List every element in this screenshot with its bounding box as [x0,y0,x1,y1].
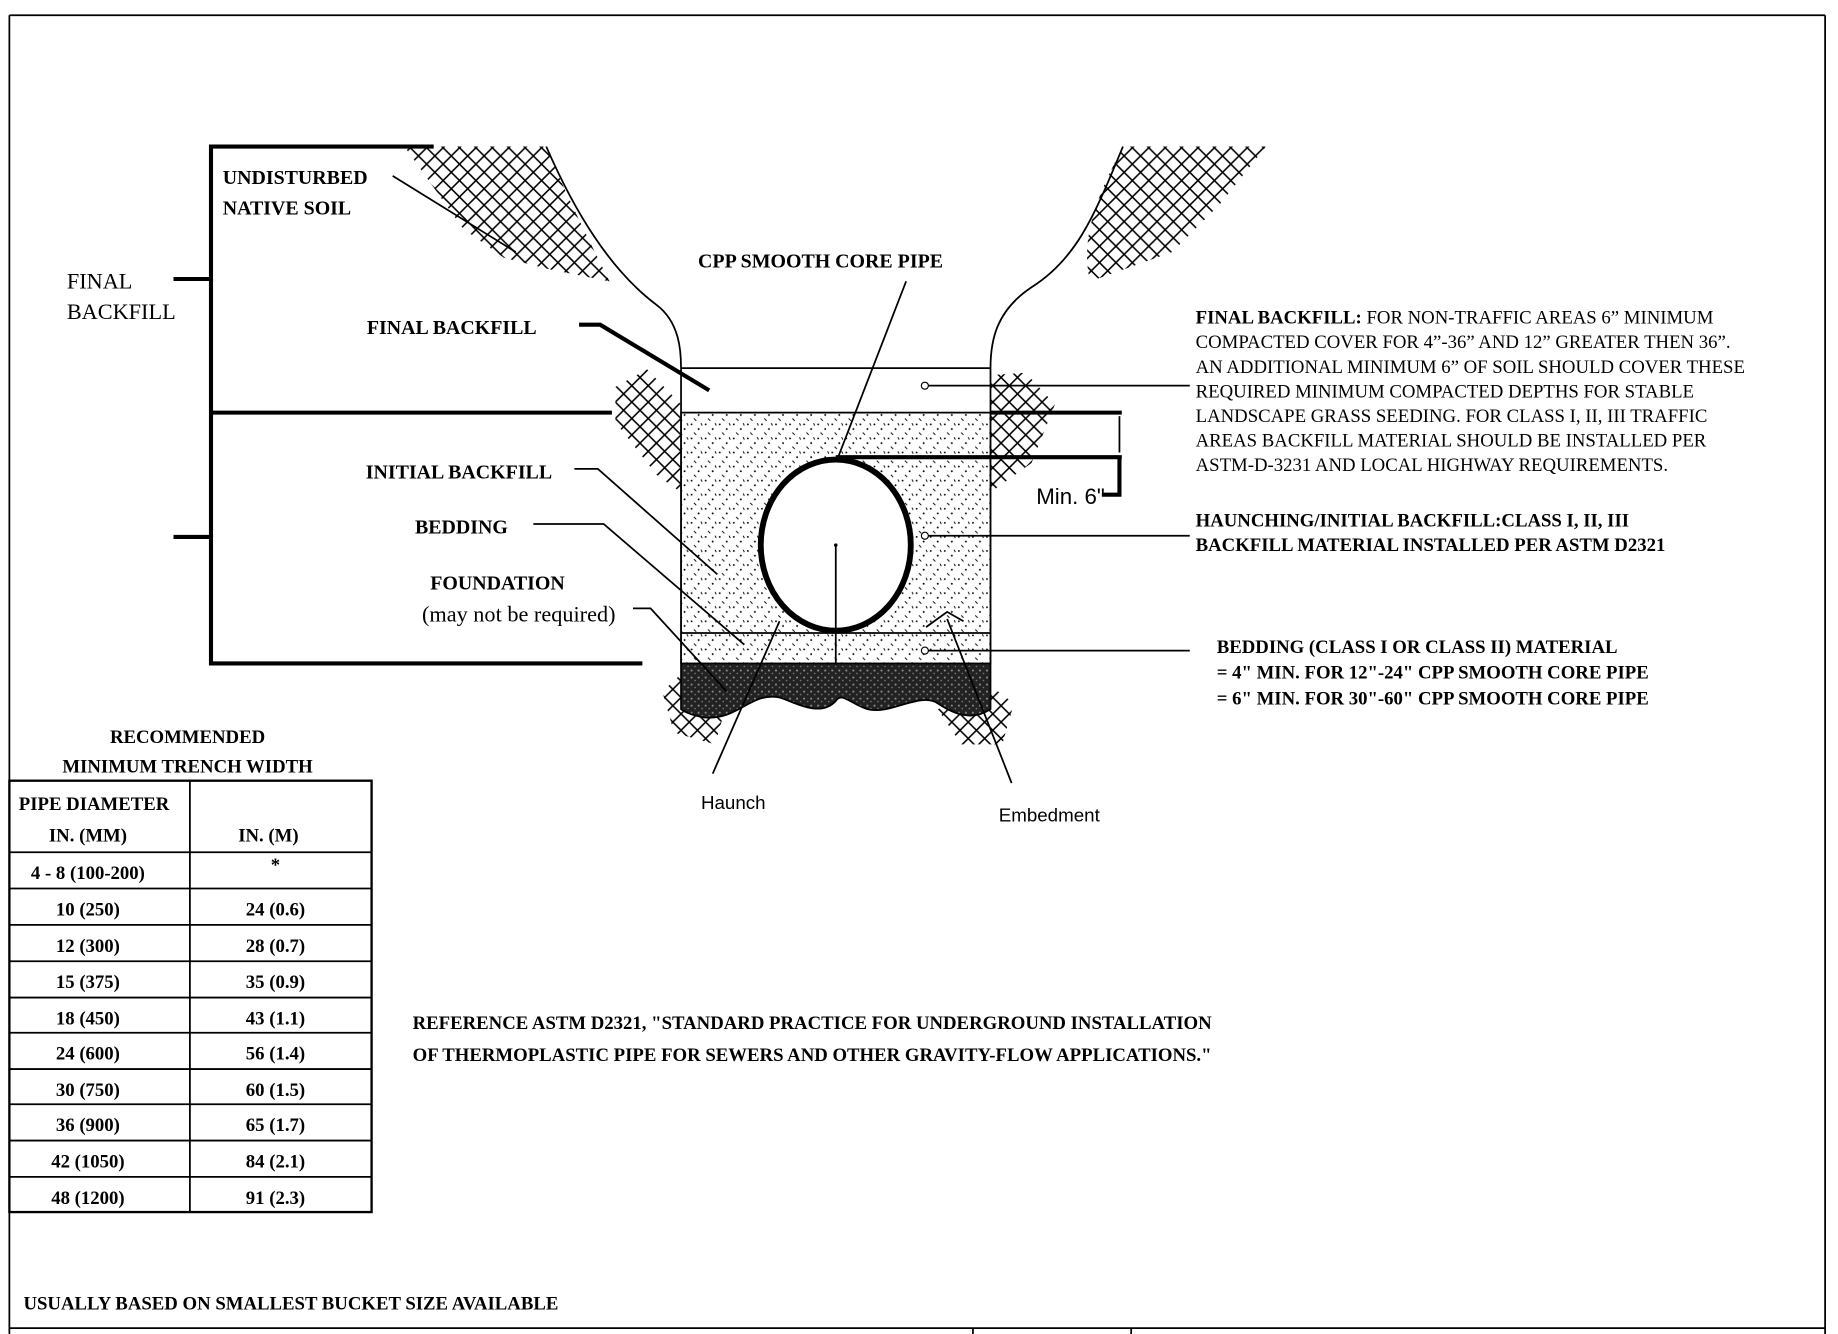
table-row: 24 (600) 56 (1.4) [9,1031,372,1065]
bedding-label: BEDDING [415,516,508,538]
final-backfill-note-line: COMPACTED COVER FOR 4”-36” AND 12” GREAT… [1196,332,1731,353]
table-title-2: MINIMUM TRENCH WIDTH [62,756,313,777]
final-backfill-label: FINAL BACKFILL [367,317,537,339]
table-row: 48 (1200) 91 (2.3) [9,1176,372,1209]
bedding-note-line: = 6" MIN. FOR 30"-60" CPP SMOOTH CORE PI… [1217,689,1649,710]
table-row: 36 (900) 65 (1.7) [9,1103,372,1136]
pipe-diameter-cell: 4 - 8 (100-200) [31,863,145,884]
haunching-note-line: HAUNCHING/INITIAL BACKFILL:CLASS I, II, … [1196,510,1629,531]
bedding-note-line: = 4" MIN. FOR 12"-24" CPP SMOOTH CORE PI… [1217,663,1649,684]
pipe-diameter-cell: 18 (450) [56,1009,120,1030]
final-backfill-note-line: ASTM-D-3231 AND LOCAL HIGHWAY REQUIREMEN… [1196,455,1668,476]
final-backfill-side-label-2: BACKFILL [67,299,176,324]
left-zone-bracket [173,144,643,666]
footnote: USUALLY BASED ON SMALLEST BUCKET SIZE AV… [23,1293,558,1314]
trench-width-cell: 65 (1.7) [246,1115,305,1136]
table-row: 42 (1050) 84 (2.1) [9,1139,372,1173]
foundation-zone [680,662,992,719]
pipe-diameter-cell: 12 (300) [56,936,120,957]
cpp-pipe [757,456,914,664]
trench-width-cell: 43 (1.1) [246,1009,305,1030]
pipe-diameter-cell: 24 (600) [56,1044,120,1065]
embedment-label: Embedment [999,805,1101,826]
header-pipe-diameter-units: IN. (MM) [49,826,127,847]
table-row: 15 (375) 35 (0.9) [9,960,372,993]
bedding-note-line: BEDDING (CLASS I OR CLASS II) MATERIAL [1217,637,1618,658]
pipe-diameter-cell: 10 (250) [56,900,120,921]
final-backfill-note-line: LANDSCAPE GRASS SEEDING. FOR CLASS I, II… [1196,406,1708,427]
min-cover-label: Min. 6" [1036,484,1105,509]
trench-width-cell: 84 (2.1) [246,1152,305,1173]
trench-width-cell: 56 (1.4) [246,1044,305,1065]
final-backfill-note-line: FINAL BACKFILL: FOR NON-TRAFFIC AREAS 6”… [1196,308,1714,329]
min-cover-dimension [835,410,1122,497]
reference-note-line: REFERENCE ASTM D2321, "STANDARD PRACTICE… [413,1013,1212,1034]
table-row: 10 (250) 24 (0.6) [9,887,372,921]
pipe-diameter-cell: 30 (750) [56,1080,120,1101]
trench-width-cell: 91 (2.3) [246,1188,305,1209]
final-backfill-note: FINAL BACKFILL: FOR NON-TRAFFIC AREAS 6”… [1196,308,1745,477]
pipe-diameter-cell: 42 (1050) [51,1152,124,1173]
table-row: 30 (750) 60 (1.5) [9,1068,372,1101]
undisturbed-soil-label-2: NATIVE SOIL [223,198,352,220]
trench-width-cell: * [271,855,280,876]
initial-backfill-label: INITIAL BACKFILL [366,461,552,483]
pipe-diameter-cell: 36 (900) [56,1115,120,1136]
table-row: 12 (300) 28 (0.7) [9,924,372,957]
foundation-label: FOUNDATION [430,573,565,595]
trench-width-cell: 60 (1.5) [246,1080,305,1101]
table-title: RECOMMENDED [110,727,265,748]
foundation-note: (may not be required) [422,601,616,626]
final-backfill-note-line: REQUIRED MINIMUM COMPACTED DEPTHS FOR ST… [1196,381,1694,402]
final-backfill-note-line: AREAS BACKFILL MATERIAL SHOULD BE INSTAL… [1196,431,1707,452]
trench-walls [545,146,1124,664]
trench-width-table: RECOMMENDED MINIMUM TRENCH WIDTH PIPE DI… [8,727,373,1214]
sheet-border [8,14,1826,1334]
header-pipe-diameter: PIPE DIAMETER [19,794,170,815]
final-backfill-side-label: FINAL [67,268,133,293]
leader-lines [392,175,1190,784]
trench-width-cell: 35 (0.9) [246,972,305,993]
trench-width-cell: 28 (0.7) [246,936,305,957]
haunching-note-line: BACKFILL MATERIAL INSTALLED PER ASTM D23… [1196,535,1666,556]
haunch-label: Haunch [701,792,766,813]
table-row: 4 - 8 (100-200) * [9,851,372,884]
pipe-label: CPP SMOOTH CORE PIPE [698,250,943,272]
trench-width-cell: 24 (0.6) [246,900,305,921]
header-trench-width-units: IN. (M) [238,826,298,847]
reference-note-line: OF THERMOPLASTIC PIPE FOR SEWERS AND OTH… [413,1045,1212,1066]
final-backfill-note-line: AN ADDITIONAL MINIMUM 6” OF SOIL SHOULD … [1196,357,1745,378]
undisturbed-soil-label: UNDISTURBED [223,167,368,189]
pipe-diameter-cell: 15 (375) [56,972,120,993]
table-row: 18 (450) 43 (1.1) [9,996,372,1030]
pipe-diameter-cell: 48 (1200) [51,1188,124,1209]
